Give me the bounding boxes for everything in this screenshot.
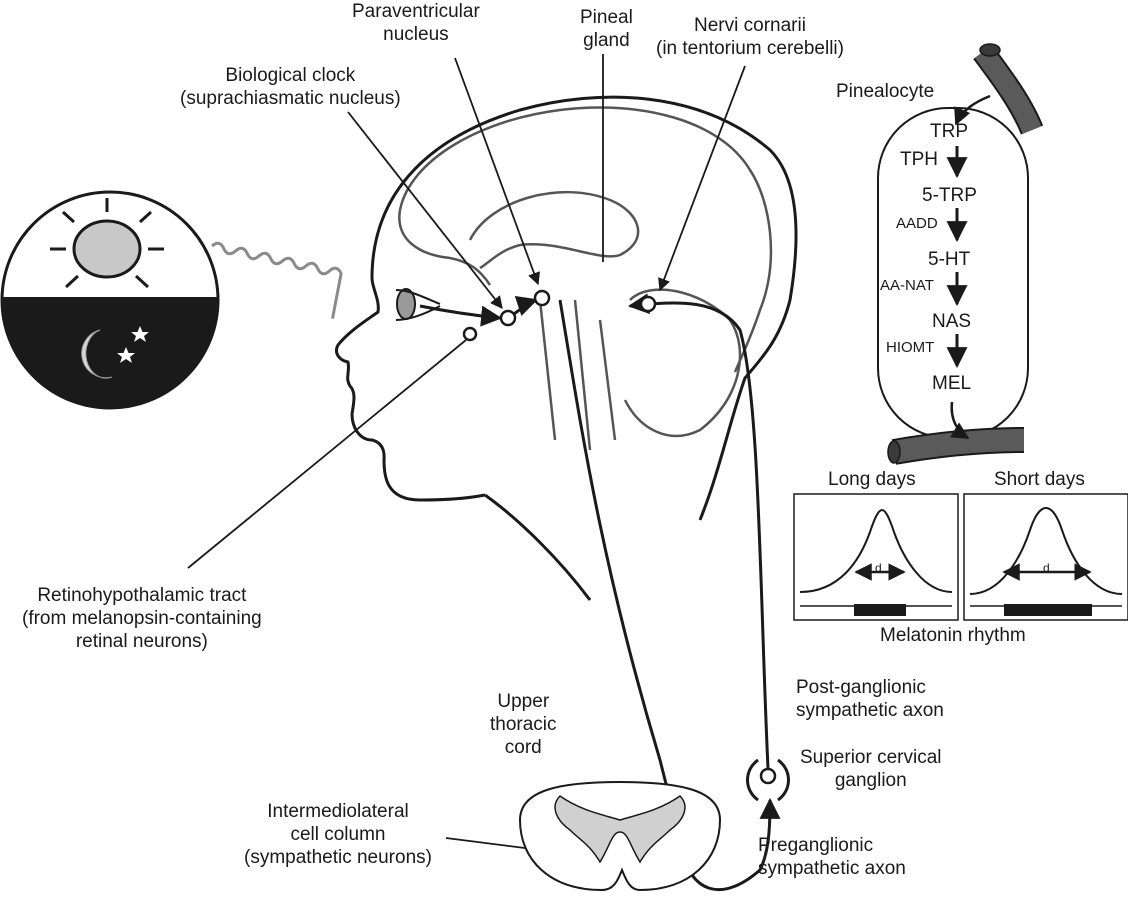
preganglionic-label: Preganglionic sympathetic axon [758, 834, 906, 880]
nervi-line-2: (in tentorium cerebelli) [656, 38, 844, 59]
paraventricular-label: Paraventricular nucleus [352, 0, 480, 46]
rhythm-panel-long [793, 493, 959, 621]
duration-label-long: d [875, 561, 882, 575]
rht-line-1: Retinohypothalamic tract [37, 585, 247, 606]
preganglionic-line-2: sympathetic axon [758, 858, 906, 879]
compound-trp: TRP [930, 121, 968, 142]
enzyme-tph: TPH [900, 149, 938, 170]
ganglion-brackets [746, 758, 790, 802]
head-outline [334, 95, 798, 601]
intermediolateral-line-2: cell column [290, 824, 386, 845]
leader-lines [187, 54, 746, 857]
nervi-label: Nervi cornarii (in tentorium cerebelli) [656, 14, 844, 60]
rht-line-3: retinal neurons) [75, 631, 208, 652]
day-night-icon [0, 190, 220, 410]
short-days-label: Short days [994, 469, 1085, 490]
pineal-line-2: gland [583, 30, 630, 51]
postganglionic-label: Post-ganglionic sympathetic axon [796, 676, 944, 722]
melatonin-rhythm-caption: Melatonin rhythm [880, 625, 1026, 646]
enzyme-aa-nat: AA-NAT [880, 277, 934, 294]
paraventricular-line-2: nucleus [383, 24, 449, 45]
pineal-label: Pineal gland [580, 6, 633, 52]
long-days-label: Long days [828, 469, 916, 490]
nervi-line-1: Nervi cornarii [694, 15, 806, 36]
compound-mel: MEL [932, 373, 972, 394]
upper-thoracic-line-2: thoracic [490, 714, 557, 735]
sun-icon [50, 198, 164, 289]
postganglionic-line-2: sympathetic axon [796, 700, 944, 721]
compound-5ht: 5-HT [928, 249, 971, 270]
intermediolateral-line-3: (sympathetic neurons) [244, 847, 432, 868]
duration-label-short: d [1043, 561, 1050, 575]
spinal-cord [518, 780, 722, 892]
pineal-line-1: Pineal [580, 7, 633, 28]
postganglionic-line-1: Post-ganglionic [796, 677, 926, 698]
upper-thoracic-line-1: Upper [497, 691, 550, 712]
compound-5trp: 5-TRP [922, 185, 977, 206]
clock-line-1: Biological clock [225, 65, 356, 86]
clock-line-2: (suprachiasmatic nucleus) [180, 88, 401, 109]
light-wave-icon [211, 241, 343, 319]
preganglionic-line-1: Preganglionic [758, 835, 874, 856]
enzyme-aadd: AADD [896, 215, 938, 232]
rht-line-2: (from melanopsin-containing [22, 608, 262, 629]
superior-cervical-line-2: ganglion [834, 770, 907, 791]
enzyme-hiomt: HIOMT [886, 339, 935, 356]
star-icon [131, 326, 149, 342]
moon-icon [81, 329, 113, 379]
upper-thoracic-label: Upper thoracic cord [490, 690, 557, 759]
compound-nas: NAS [932, 311, 972, 332]
intermediolateral-label: Intermediolateral cell column (sympathet… [244, 800, 432, 869]
paraventricular-line-1: Paraventricular [352, 1, 480, 22]
blood-vessel-bottom [887, 401, 1025, 465]
blood-vessel-top [954, 43, 1044, 135]
rht-label: Retinohypothalamic tract (from melanopsi… [22, 584, 262, 653]
clock-label: Biological clock (suprachiasmatic nucleu… [180, 64, 401, 110]
superior-cervical-label: Superior cervical ganglion [800, 746, 942, 792]
intermediolateral-line-1: Intermediolateral [267, 801, 409, 822]
star-icon [117, 347, 135, 363]
pinealocyte-label: Pinealocyte [836, 81, 935, 102]
upper-thoracic-line-3: cord [504, 737, 542, 758]
superior-cervical-line-1: Superior cervical [800, 747, 942, 768]
rhythm-panel-short [963, 493, 1128, 621]
